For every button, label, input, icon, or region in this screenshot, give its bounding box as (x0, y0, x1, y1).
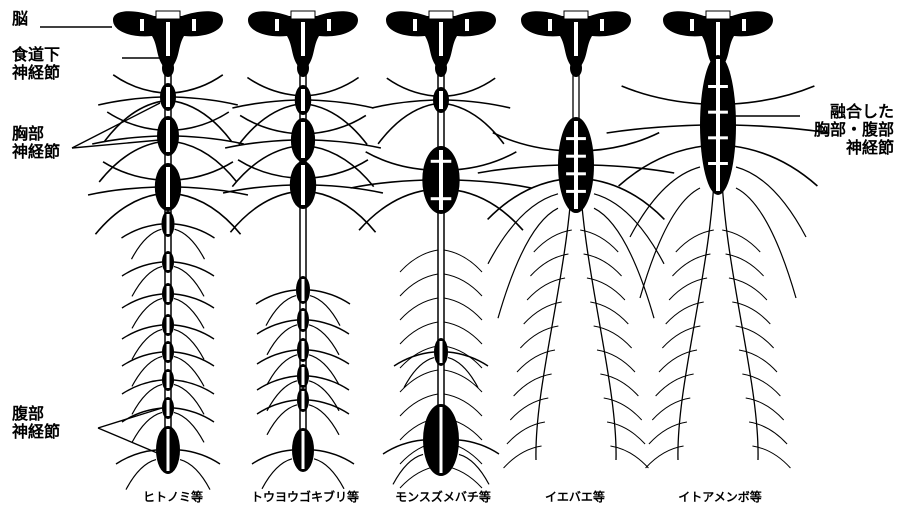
subesophageal-ganglion (162, 59, 174, 77)
abdominal-leader-2 (98, 428, 162, 455)
species-nerve-cord (223, 11, 383, 489)
species-nerve-cord (478, 11, 674, 468)
subesophageal-ganglion (297, 59, 309, 77)
subesophageal-ganglion-label: 食道下 神経節 (12, 46, 60, 82)
species-caption: イエバエ等 (545, 490, 605, 504)
species-caption: モンスズメバチ等 (395, 490, 491, 504)
subesophageal-ganglion (570, 59, 582, 77)
fused-ganglion-label: 融合した 胸部・腹部 神経節 (814, 103, 894, 157)
abdominal-ganglion-label: 腹部 神経節 (12, 405, 60, 441)
species-caption: トウヨウゴキブリ等 (251, 490, 359, 504)
species-nerve-cord (351, 11, 532, 488)
thoracic-ganglion-label: 胸部 神経節 (12, 125, 60, 161)
species-caption: イトアメンボ等 (678, 490, 761, 504)
species-nerve-cord (88, 11, 248, 490)
species-caption: ヒトノミ等 (143, 490, 203, 504)
brain-label: 脳 (12, 10, 28, 28)
subesophageal-ganglion (435, 59, 447, 77)
abdominal-leader-1 (98, 408, 162, 428)
species-nerve-cord (607, 11, 830, 468)
